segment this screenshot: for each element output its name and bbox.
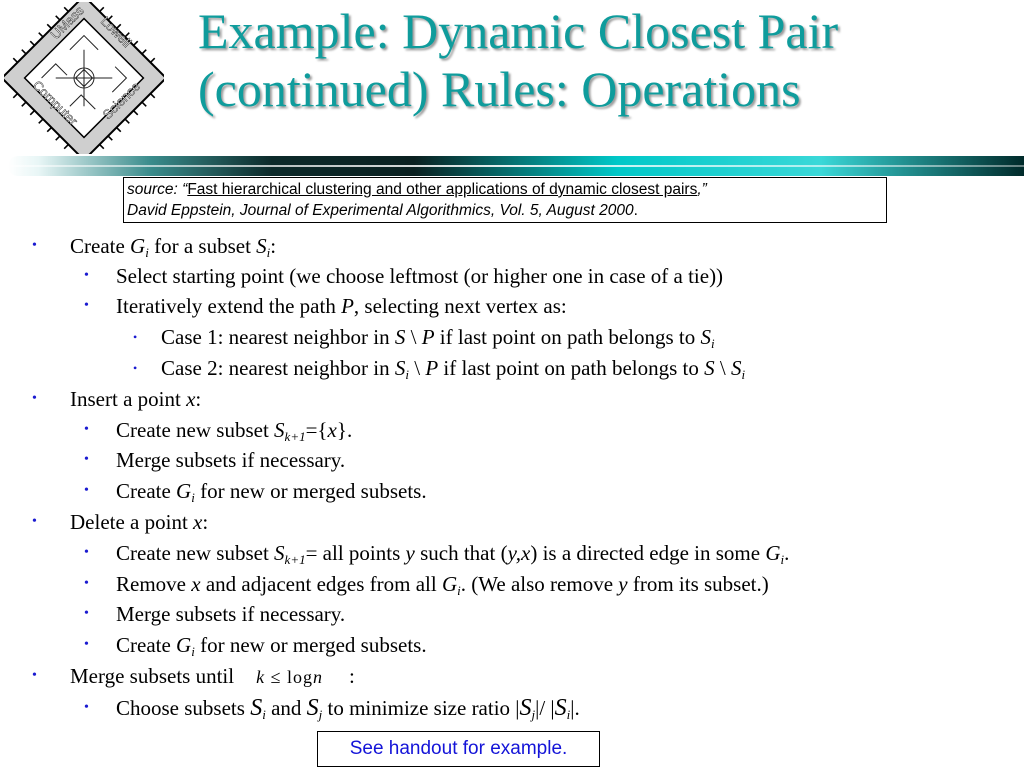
bullet-dot-icon: • bbox=[84, 700, 89, 715]
bullet-dot-icon: • bbox=[32, 668, 37, 683]
bullet-dot-icon: • bbox=[84, 483, 89, 498]
source-citation-box: source: “Fast hierarchical clustering an… bbox=[123, 177, 887, 223]
slide-title: Example: Dynamic Closest Pair (continued… bbox=[198, 2, 1018, 118]
bullet-dot-icon: • bbox=[84, 576, 89, 591]
bullet-delete-merge: •Merge subsets if necessary. bbox=[84, 602, 346, 626]
source-suffix: ,” bbox=[697, 181, 707, 198]
handout-note-text: See handout for example. bbox=[349, 738, 568, 759]
bullet-case-2: •Case 2: nearest neighbor in Si \ P if l… bbox=[133, 356, 746, 382]
bullet-dot-icon: • bbox=[32, 238, 37, 253]
bullet-choose-subsets: •Choose subsets Si and Sj to minimize si… bbox=[84, 695, 580, 722]
source-citation: David Eppstein, Journal of Experimental … bbox=[127, 202, 634, 219]
bullet-delete-create-g: •Create Gi for new or merged subsets. bbox=[84, 633, 427, 659]
bullet-dot-icon: • bbox=[84, 637, 89, 652]
source-line-2: David Eppstein, Journal of Experimental … bbox=[127, 200, 883, 221]
bullet-dot-icon: • bbox=[32, 514, 37, 529]
bullet-insert-create-g: •Create Gi for new or merged subsets. bbox=[84, 479, 427, 505]
bullet-case-1: •Case 1: nearest neighbor in S \ P if la… bbox=[133, 325, 715, 351]
source-period: . bbox=[633, 202, 638, 219]
math-k-le-log-n: k ≤ logn bbox=[256, 667, 324, 687]
bullet-insert-new-subset: •Create new subset Sk+1={x}. bbox=[84, 418, 353, 444]
umass-lowell-cs-logo: UMass Lowell Computer Science bbox=[4, 2, 164, 154]
bullet-dot-icon: • bbox=[84, 545, 89, 560]
bullet-dot-icon: • bbox=[32, 391, 37, 406]
title-line-2: (continued) Rules: Operations bbox=[198, 61, 801, 117]
title-divider bbox=[8, 156, 1024, 176]
bullet-dot-icon: • bbox=[84, 452, 89, 467]
source-line-1: source: “Fast hierarchical clustering an… bbox=[127, 179, 883, 200]
bullet-dot-icon: • bbox=[84, 268, 89, 283]
bullet-dot-icon: • bbox=[133, 361, 138, 375]
bullet-select-starting-point: •Select starting point (we choose leftmo… bbox=[84, 264, 724, 288]
handout-note-box: See handout for example. bbox=[317, 731, 600, 767]
source-paper-link[interactable]: Fast hierarchical clustering and other a… bbox=[187, 181, 698, 198]
bullet-dot-icon: • bbox=[133, 330, 138, 344]
bullet-dot-icon: • bbox=[84, 422, 89, 437]
source-prefix: source: “ bbox=[127, 181, 188, 198]
bullet-dot-icon: • bbox=[84, 298, 89, 313]
bullet-delete: •Delete a point x: bbox=[32, 510, 209, 534]
bullet-insert: •Insert a point x: bbox=[32, 387, 202, 411]
bullet-dot-icon: • bbox=[84, 606, 89, 621]
bullet-delete-remove: •Remove x and adjacent edges from all Gi… bbox=[84, 572, 769, 598]
bullet-extend-path: •Iteratively extend the path P, selectin… bbox=[84, 294, 567, 318]
bullet-create: •Create Gi for a subset Si: bbox=[32, 234, 277, 260]
bullet-delete-new-subset: •Create new subset Sk+1= all points y su… bbox=[84, 541, 790, 567]
title-line-1: Example: Dynamic Closest Pair bbox=[198, 3, 839, 59]
bullet-insert-merge: •Merge subsets if necessary. bbox=[84, 448, 346, 472]
